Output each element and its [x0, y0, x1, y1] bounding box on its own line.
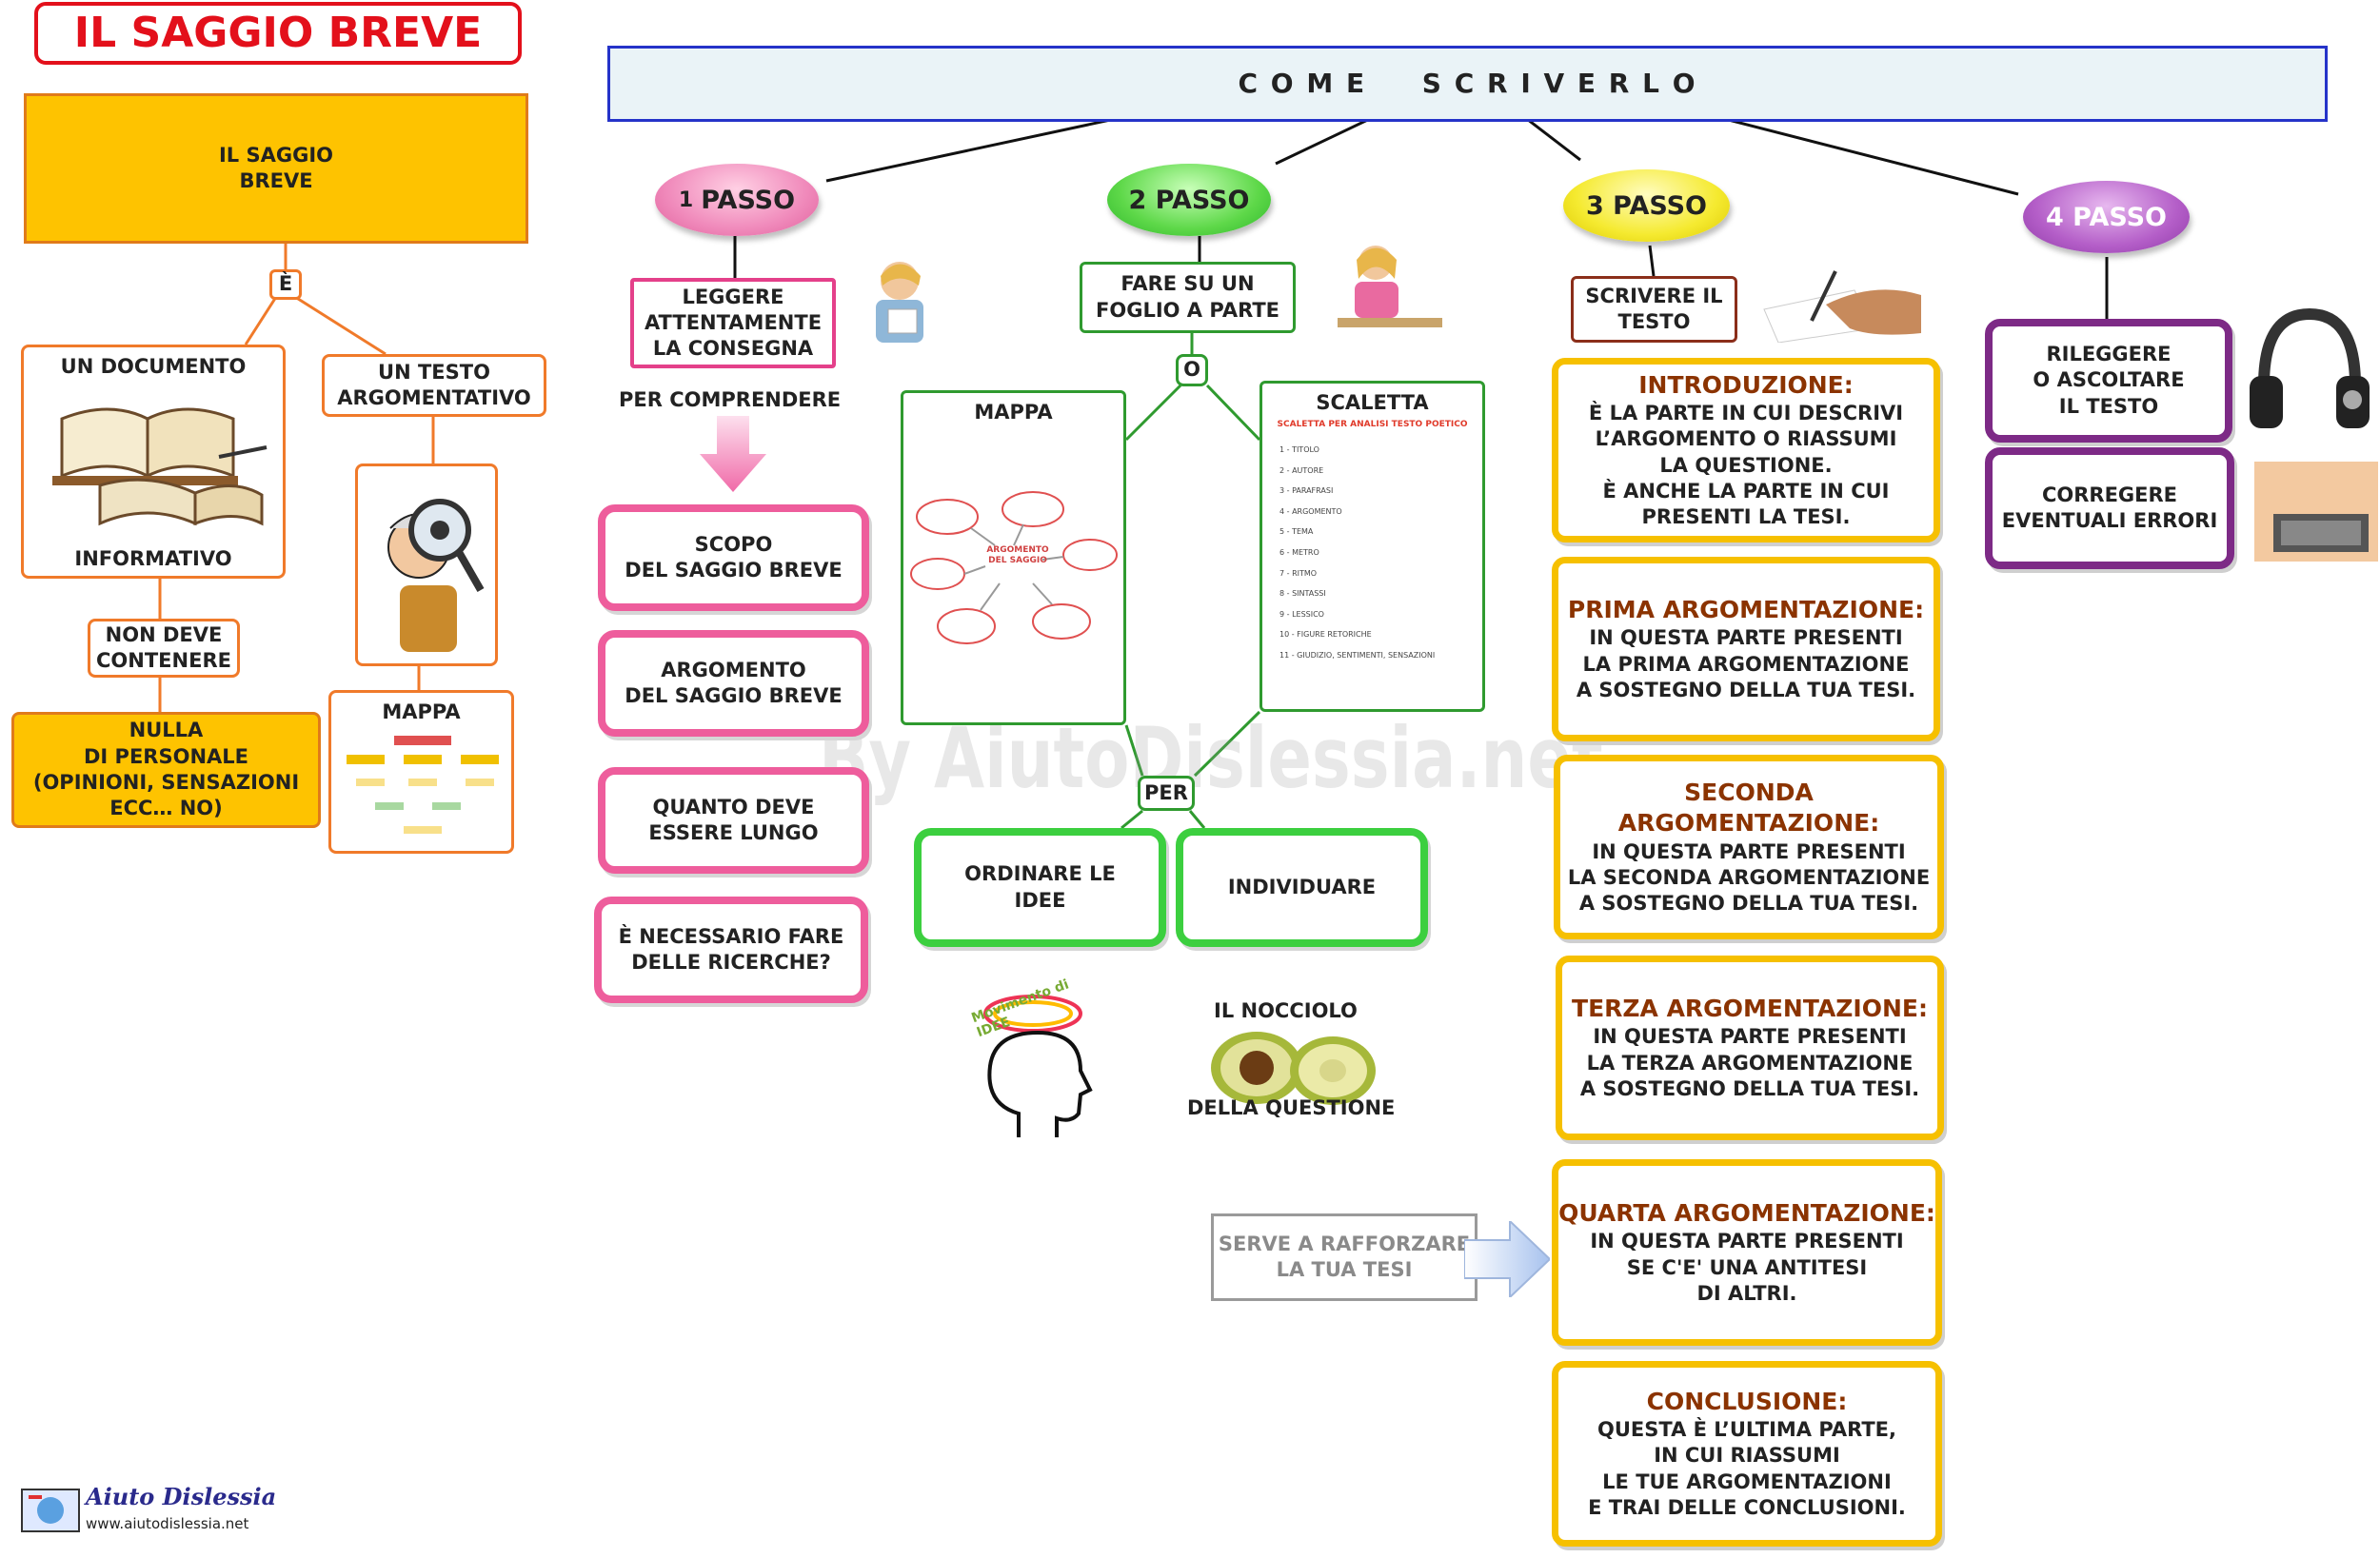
mappa-thumbnail: MAPPA — [328, 690, 514, 854]
mappa-label: MAPPA — [382, 700, 461, 723]
scaletta-item: 8 - SINTASSI — [1279, 589, 1326, 599]
documento-box: UN DOCUMENTO INFORMATIVO — [21, 345, 286, 579]
page-title: IL SAGGIO BREVE — [34, 2, 522, 65]
scaletta-item: 2 - AUTORE — [1279, 465, 1324, 475]
individuare: INDIVIDUARE — [1176, 828, 1428, 947]
step1-item-lunghezza: QUANTO DEVE ESSERE LUNGO — [598, 767, 869, 874]
section-conclusione: CONCLUSIONE: QUESTA È L’ULTIMA PARTE, IN… — [1552, 1361, 1942, 1547]
scaletta-box: SCALETTA SCALETTA PER ANALISI TESTO POET… — [1259, 381, 1485, 712]
step3-pill: 3 PASSO — [1563, 169, 1730, 242]
scaletta-item: 6 - METRO — [1279, 547, 1319, 557]
down-arrow-icon — [700, 416, 766, 492]
section-head: QUARTA ARGOMENTAZIONE: — [1558, 1198, 1935, 1227]
magnifier-frame — [355, 463, 498, 666]
scrivere-testo: SCRIVERE IL TESTO — [1571, 276, 1737, 343]
step1-label: PASSO — [701, 185, 796, 215]
connector-e: È — [269, 269, 302, 300]
mind-map-icon — [910, 491, 1118, 644]
section-body: È LA PARTE IN CUI DESCRIVI L’ARGOMENTO O… — [1588, 402, 1904, 529]
step1-pill: 1 PASSO — [655, 164, 819, 236]
mappa-box: MAPPA ARGOMENTO DEL SAGGIO — [901, 390, 1126, 725]
right-arrow-icon — [1464, 1221, 1550, 1297]
rileggere-testo: RILEGGERE O ASCOLTARE IL TESTO — [1985, 319, 2232, 443]
section-body: IN QUESTA PARTE PRESENTI LA PRIMA ARGOME… — [1576, 626, 1916, 701]
mappa-center-label: ARGOMENTO DEL SAGGIO — [986, 545, 1049, 565]
footer-url[interactable]: www.aiutodislessia.net — [86, 1515, 249, 1532]
step3-label: 3 PASSO — [1585, 190, 1708, 221]
section-body: QUESTA È L’ULTIMA PARTE, IN CUI RIASSUMI… — [1588, 1418, 1906, 1520]
scaletta-list: 1 - TITOLO 2 - AUTORE 3 - PARAFRASI 4 - … — [1279, 445, 1484, 672]
step2-label: 2 PASSO — [1128, 185, 1250, 215]
step1-item-scopo: SCOPO DEL SAGGIO BREVE — [598, 504, 869, 611]
section-introduzione: INTRODUZIONE: È LA PARTE IN CUI DESCRIVI… — [1552, 358, 1940, 542]
section-terza: TERZA ARGOMENTAZIONE: IN QUESTA PARTE PR… — [1556, 956, 1944, 1140]
leggere-consegna: LEGGERE ATTENTAMENTE LA CONSEGNA — [630, 278, 836, 368]
section-head: SECONDA ARGOMENTAZIONE: — [1617, 778, 1880, 838]
watermark: By AiutoDislessia.net — [819, 709, 1603, 807]
section-head: PRIMA ARGOMENTAZIONE: — [1567, 595, 1925, 623]
serve-rafforzare: SERVE A RAFFORZARE LA TUA TESI — [1211, 1213, 1478, 1301]
footer-logo-text: Aiuto Dislessia — [86, 1483, 277, 1510]
writing-person-icon — [1338, 246, 1442, 327]
scaletta-item: 3 - PARAFRASI — [1279, 486, 1334, 496]
mappa-box-label: MAPPA — [974, 401, 1053, 424]
section-head: TERZA ARGOMENTAZIONE: — [1572, 994, 1928, 1022]
section-quarta: QUARTA ARGOMENTAZIONE: IN QUESTA PARTE P… — [1552, 1159, 1942, 1346]
o-connector: O — [1176, 354, 1208, 386]
scaletta-label: SCALETTA — [1316, 391, 1429, 414]
per-comprendere: PER COMPRENDERE — [619, 388, 842, 411]
step1-item-argomento: ARGOMENTO DEL SAGGIO BREVE — [598, 630, 869, 737]
step1-num: 1 — [678, 187, 694, 212]
logo-icon — [21, 1489, 80, 1532]
section-head: CONCLUSIONE: — [1646, 1387, 1848, 1415]
step1-item-ricerche: È NECESSARIO FARE DELLE RICERCHE? — [594, 897, 868, 1003]
per-connector: PER — [1138, 776, 1195, 811]
page-title-text: IL SAGGIO BREVE — [73, 9, 483, 58]
ordinare-idee: ORDINARE LE IDEE — [914, 828, 1166, 947]
nulla-di-personale: NULLA DI PERSONALE (OPINIONI, SENSAZIONI… — [11, 712, 321, 828]
head-ideas-icon — [983, 995, 1093, 1137]
testo-argomentativo: UN TESTO ARGOMENTATIVO — [322, 354, 546, 417]
scaletta-item: 4 - ARGOMENTO — [1279, 506, 1342, 516]
documento-label: UN DOCUMENTO — [60, 355, 247, 378]
section-body: IN QUESTA PARTE PRESENTI SE C'E' UNA ANT… — [1590, 1230, 1904, 1305]
mini-map-icon — [347, 736, 499, 834]
scaletta-subtitle: SCALETTA PER ANALISI TESTO POETICO — [1277, 420, 1468, 429]
reading-person-icon — [876, 262, 923, 343]
fare-foglio: FARE SU UN FOGLIO A PARTE — [1080, 262, 1296, 333]
books-icon — [52, 407, 268, 526]
magnifier-man-icon — [387, 499, 485, 652]
scaletta-item: 11 - GIUDIZIO, SENTIMENTI, SENSAZIONI — [1279, 650, 1436, 660]
documento-label-bottom: INFORMATIVO — [74, 547, 232, 570]
correggere-errori: CORREGERE EVENTUALI ERRORI — [1985, 447, 2234, 569]
section-head: INTRODUZIONE: — [1638, 370, 1854, 399]
scaletta-item: 7 - RITMO — [1279, 568, 1318, 578]
writing-hand-icon — [1763, 270, 1921, 343]
headphones-icon — [2250, 307, 2370, 428]
main-concept: IL SAGGIO BREVE — [24, 93, 528, 244]
step4-pill: 4 PASSO — [2023, 181, 2190, 253]
section-body: IN QUESTA PARTE PRESENTI LA TERZA ARGOME… — [1579, 1025, 1920, 1100]
scaletta-item: 10 - FIGURE RETORICHE — [1279, 630, 1372, 640]
step2-pill: 2 PASSO — [1107, 164, 1271, 236]
step4-label: 4 PASSO — [2045, 202, 2168, 232]
header-bar: C O M E S C R I V E R L O — [607, 46, 2328, 122]
header-text: C O M E S C R I V E R L O — [1238, 67, 1697, 99]
avocado-icon — [1211, 1032, 1376, 1105]
scaletta-item: 9 - LESSICO — [1279, 609, 1324, 619]
nocciolo-top: IL NOCCIOLO — [1214, 999, 1358, 1022]
nocciolo-bottom: DELLA QUESTIONE — [1187, 1096, 1396, 1119]
section-seconda: SECONDA ARGOMENTAZIONE: IN QUESTA PARTE … — [1554, 755, 1944, 939]
section-body: IN QUESTA PARTE PRESENTI LA SECONDA ARGO… — [1567, 839, 1931, 916]
typing-icon — [2254, 462, 2378, 562]
non-deve-contenere: NON DEVE CONTENERE — [88, 619, 240, 678]
scaletta-item: 1 - TITOLO — [1279, 445, 1319, 454]
section-prima: PRIMA ARGOMENTAZIONE: IN QUESTA PARTE PR… — [1552, 557, 1940, 741]
scaletta-item: 5 - TEMA — [1279, 527, 1314, 537]
